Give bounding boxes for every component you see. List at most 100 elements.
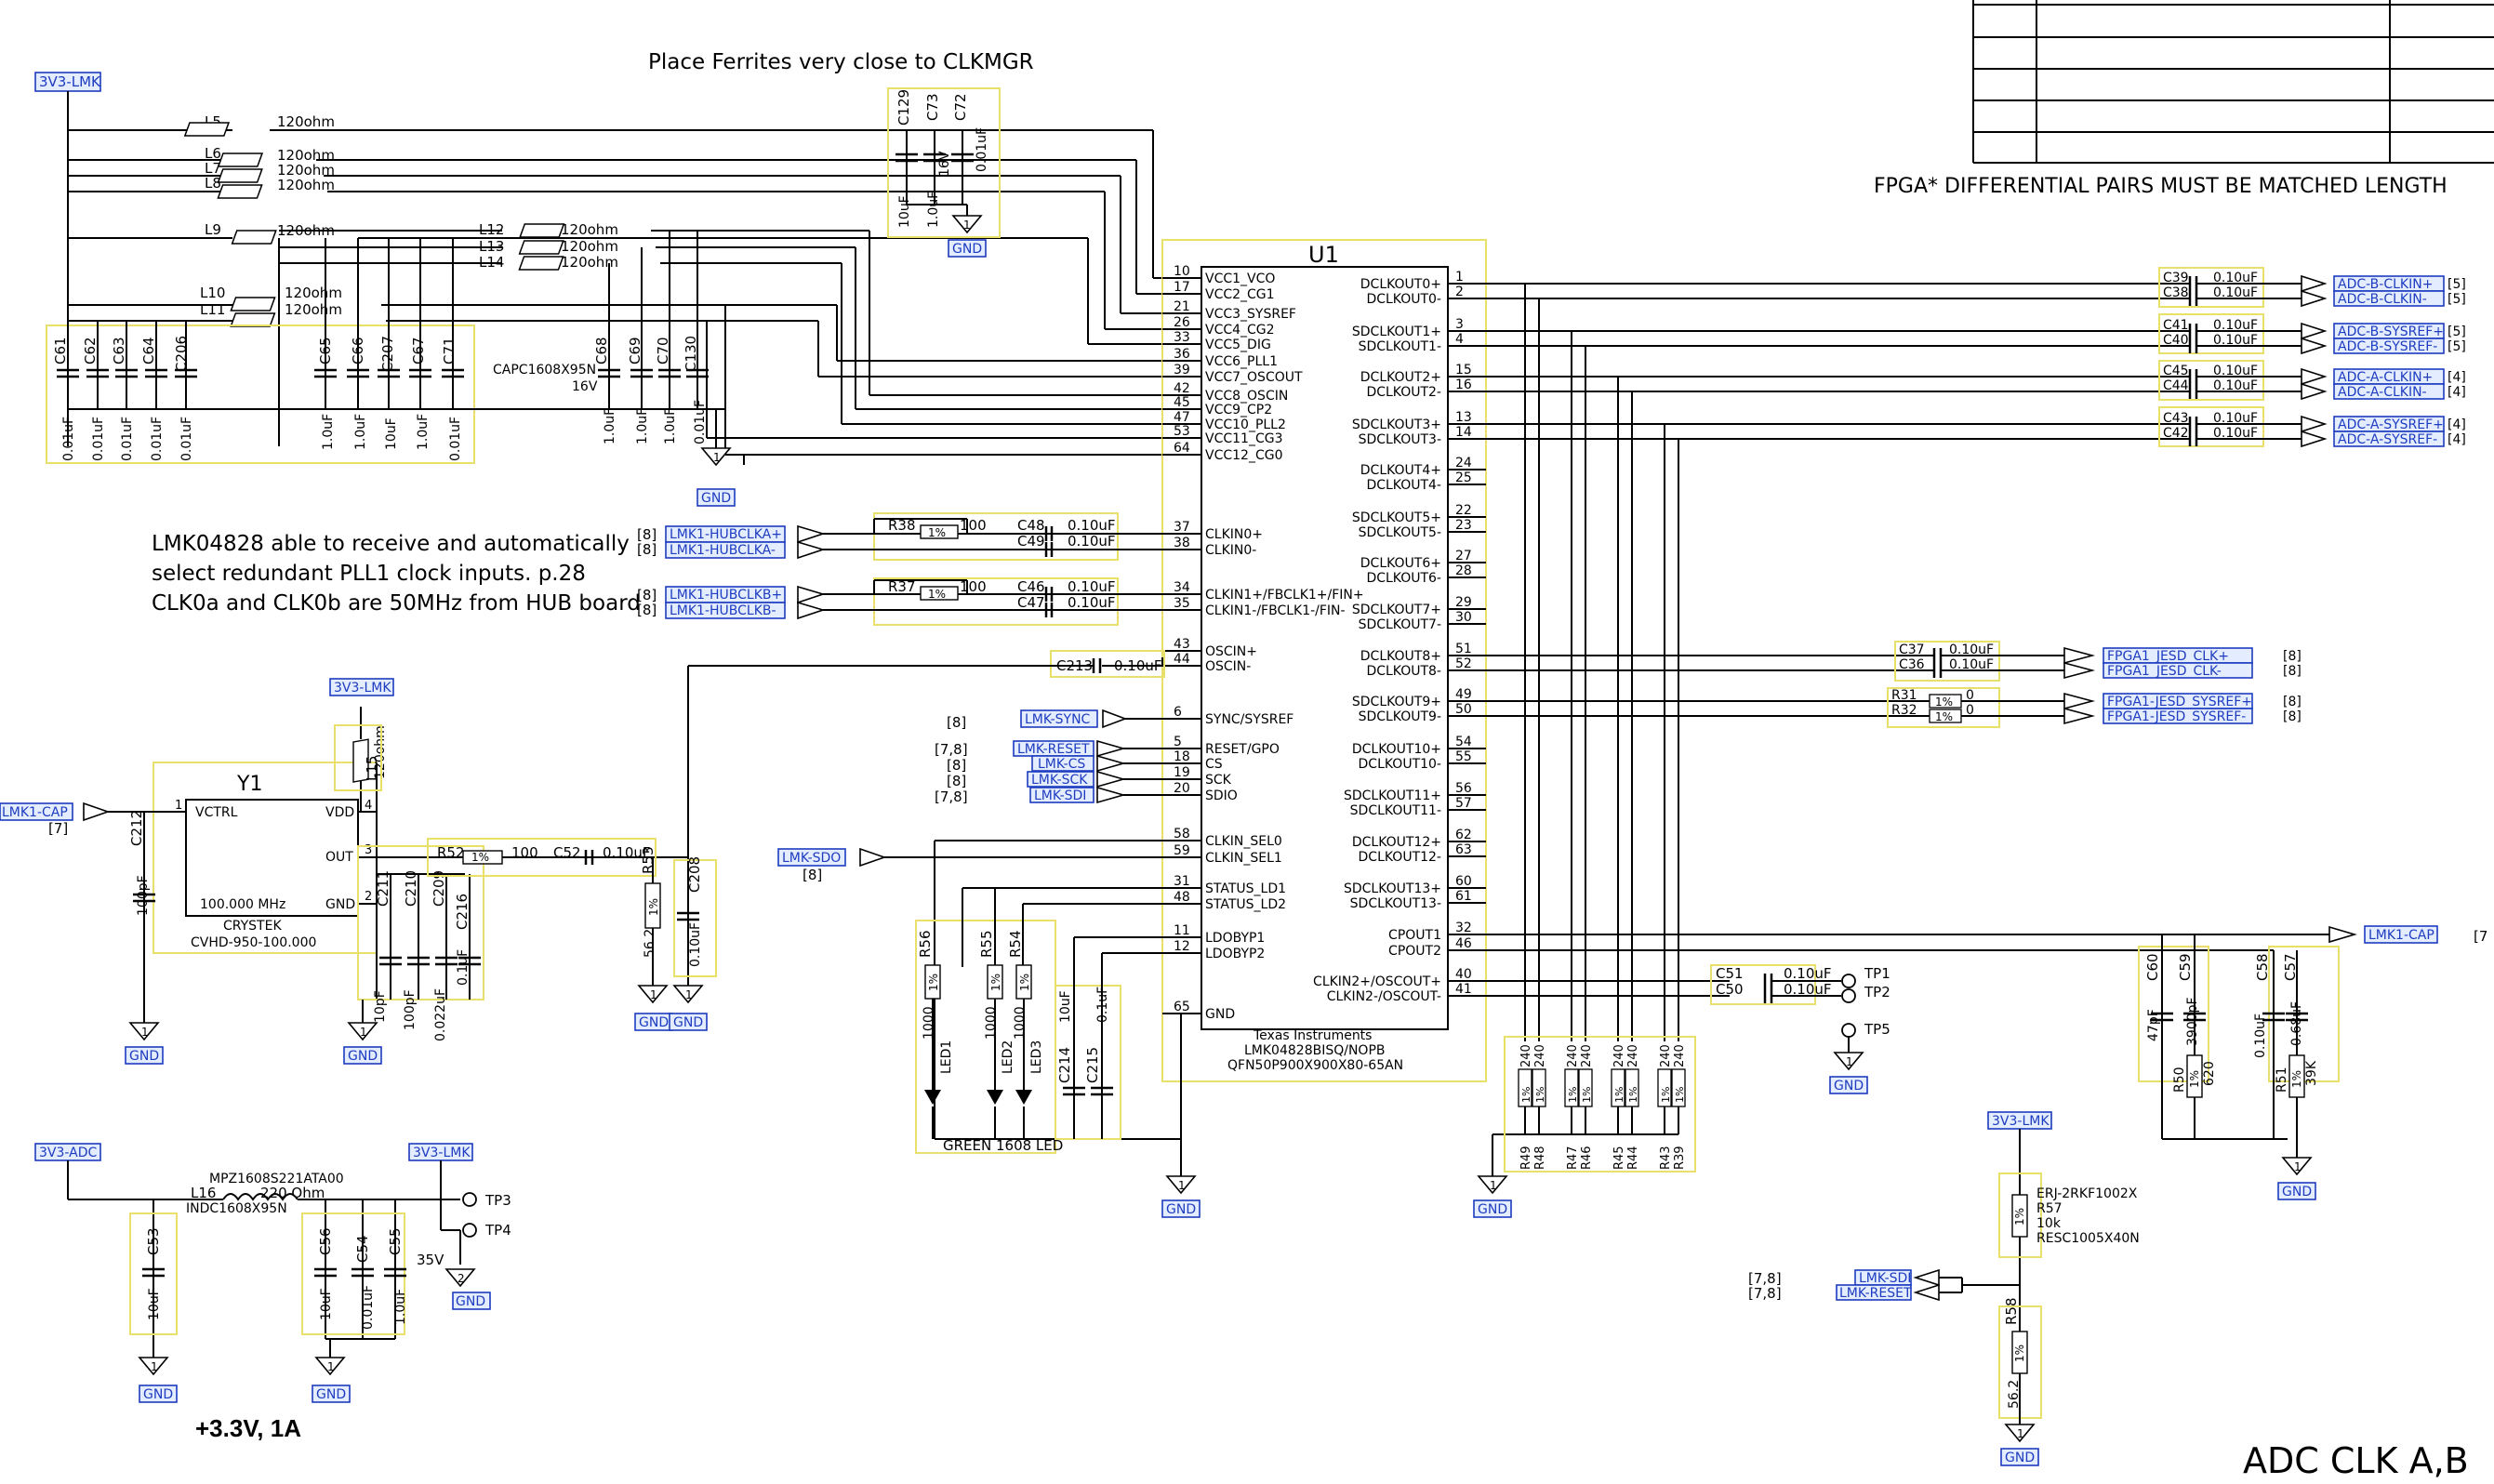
decoupling-bank: C61 C62 C63 C64 C206 C65 C66 C207 C67 C7…	[46, 231, 736, 507]
termination-resistors: 2401%R492401%R482401%R472401%R462401%R45…	[1473, 1036, 1696, 1218]
port-arrow	[2301, 337, 2328, 355]
svg-text:0.01uF: 0.01uF	[150, 417, 165, 461]
svg-text:C209: C209	[431, 870, 447, 907]
u1-pin-number: 12	[1174, 939, 1190, 954]
u1-pin-number: 52	[1455, 656, 1472, 671]
u1-pin-name: VCC11_CG3	[1205, 431, 1282, 446]
term-tol: 1%	[1581, 1087, 1593, 1103]
svg-text:1: 1	[151, 1360, 158, 1373]
u1-pin-number: 20	[1174, 781, 1190, 796]
u1-pin-number: 3	[1455, 317, 1464, 332]
u1-pin-number: 18	[1174, 749, 1190, 764]
u1-pin-number: 65	[1174, 1000, 1190, 1014]
series-resistor-tol: 1%	[1935, 710, 1953, 723]
u1-pin-number: 43	[1174, 637, 1190, 652]
term-value: 240	[1533, 1044, 1547, 1067]
svg-text:1%: 1%	[928, 526, 946, 539]
svg-text:C207: C207	[379, 336, 396, 372]
coupling-cap-value: 0.10uF	[2213, 285, 2258, 300]
coupling-cap-value: 0.10uF	[1949, 643, 1994, 657]
svg-text:120ohm: 120ohm	[277, 222, 335, 239]
u1-pin-number: 11	[1174, 923, 1190, 938]
svg-text:C51: C51	[1716, 965, 1744, 982]
u1-pin-name: DCLKOUT6+	[1360, 556, 1441, 571]
svg-text:16V: 16V	[937, 151, 952, 177]
port-arrow	[2301, 322, 2328, 340]
u1-pin-name: VCC6_PLL1	[1205, 354, 1278, 369]
fpga-net-label	[2103, 662, 2253, 679]
svg-text:1%: 1%	[1018, 974, 1031, 991]
svg-text:GND: GND	[129, 1049, 159, 1064]
u1-pin-number: 2	[1455, 285, 1464, 299]
u1-pin-number: 39	[1174, 363, 1190, 378]
fpga-net-label	[2103, 708, 2253, 724]
u1-pin-number: 13	[1455, 410, 1472, 425]
u1-pin-name: CPOUT1	[1388, 928, 1441, 943]
svg-text:0.022uF: 0.022uF	[433, 988, 448, 1041]
svg-text:120ohm: 120ohm	[277, 162, 335, 179]
svg-text:C67: C67	[410, 337, 427, 364]
coupling-cap-value: 0.10uF	[2213, 364, 2258, 378]
u1-pin-number: 61	[1455, 889, 1472, 904]
svg-text:R56: R56	[917, 930, 934, 958]
u1-pin-name: CLKIN_SEL0	[1205, 834, 1282, 849]
svg-text:C61: C61	[52, 337, 69, 364]
rail-3v3-lmk: 3V3-LMK	[34, 72, 101, 446]
svg-text:TP2: TP2	[1864, 984, 1890, 1000]
svg-text:1: 1	[2294, 1160, 2302, 1173]
u1-pin-number: 37	[1174, 520, 1190, 535]
svg-text:56.2: 56.2	[2007, 1380, 2022, 1409]
sheet-ref: [8]	[2283, 695, 2302, 709]
u1-pin-name: SCK	[1205, 773, 1232, 788]
u1-pin-number: 41	[1455, 982, 1472, 997]
svg-text:LMK1-CAP: LMK1-CAP	[2, 805, 68, 820]
svg-text:0.1uF: 0.1uF	[456, 949, 471, 986]
u1-pin-name: DCLKOUT4-	[1366, 478, 1441, 493]
u1-pin-number: 46	[1455, 936, 1472, 951]
svg-text:C210: C210	[403, 870, 419, 907]
svg-text:0.10uF: 0.10uF	[2253, 1014, 2268, 1058]
u1-pin-name: VCC5_DIG	[1205, 338, 1271, 352]
svg-text:1.0uF: 1.0uF	[926, 192, 941, 228]
sheet-ref: [4]	[2448, 370, 2466, 385]
sheet-ref: [5]	[2448, 339, 2466, 354]
term-tol: 1%	[1660, 1087, 1672, 1103]
oscin-path: C213 0.10uF	[687, 650, 1165, 857]
series-resistor-ref: R31	[1891, 688, 1917, 703]
u1-pin-number: 59	[1174, 843, 1190, 858]
svg-text:0.10uF: 0.10uF	[1784, 965, 1832, 982]
svg-text:[7,8]: [7,8]	[935, 741, 968, 758]
svg-text:GND: GND	[1166, 1202, 1196, 1217]
svg-text:1: 1	[650, 988, 657, 1001]
svg-text:3V3-LMK: 3V3-LMK	[334, 681, 391, 696]
svg-text:120ohm: 120ohm	[561, 254, 618, 271]
output-bus	[1486, 283, 2329, 1176]
svg-text:C66: C66	[350, 337, 366, 364]
svg-text:C57: C57	[2282, 953, 2299, 981]
svg-text:1%: 1%	[989, 974, 1002, 991]
svg-text:C214: C214	[1056, 1047, 1073, 1083]
svg-text:1%: 1%	[927, 974, 940, 991]
svg-text:L10: L10	[200, 285, 225, 301]
u1-pin-number: 54	[1455, 735, 1472, 749]
svg-text:[8]: [8]	[947, 757, 966, 774]
svg-text:GND: GND	[701, 491, 731, 506]
svg-text:L9: L9	[205, 221, 221, 238]
ferrite-bank	[68, 129, 502, 446]
svg-text:1.0uF: 1.0uF	[393, 1289, 408, 1325]
u1-pin-number: 28	[1455, 563, 1472, 578]
svg-text:0.10uF: 0.10uF	[1068, 578, 1116, 595]
u1-pin-number: 49	[1455, 687, 1472, 702]
svg-text:C215: C215	[1084, 1047, 1101, 1083]
svg-text:R58: R58	[2003, 1297, 2020, 1325]
port-arrow	[2063, 646, 2096, 665]
u1-pin-name: CLKIN1-/FBCLK1-/FIN-	[1205, 603, 1346, 618]
sheet-ref: [8]	[2283, 664, 2302, 679]
u1-pin-name: VCC12_CG0	[1205, 448, 1282, 463]
coupling-cap-value: 0.10uF	[2213, 271, 2258, 285]
svg-text:120ohm: 120ohm	[277, 113, 335, 130]
fpga-net-text: FPGA1_JESD_CLK-	[2107, 664, 2222, 679]
u1-pin-number: 5	[1174, 735, 1182, 749]
svg-text:0.10uF: 0.10uF	[603, 844, 651, 861]
spi-pullup: 3V3-LMK 1% ERJ-2RKF1002X R57 10k RESC100…	[1748, 1111, 2140, 1466]
